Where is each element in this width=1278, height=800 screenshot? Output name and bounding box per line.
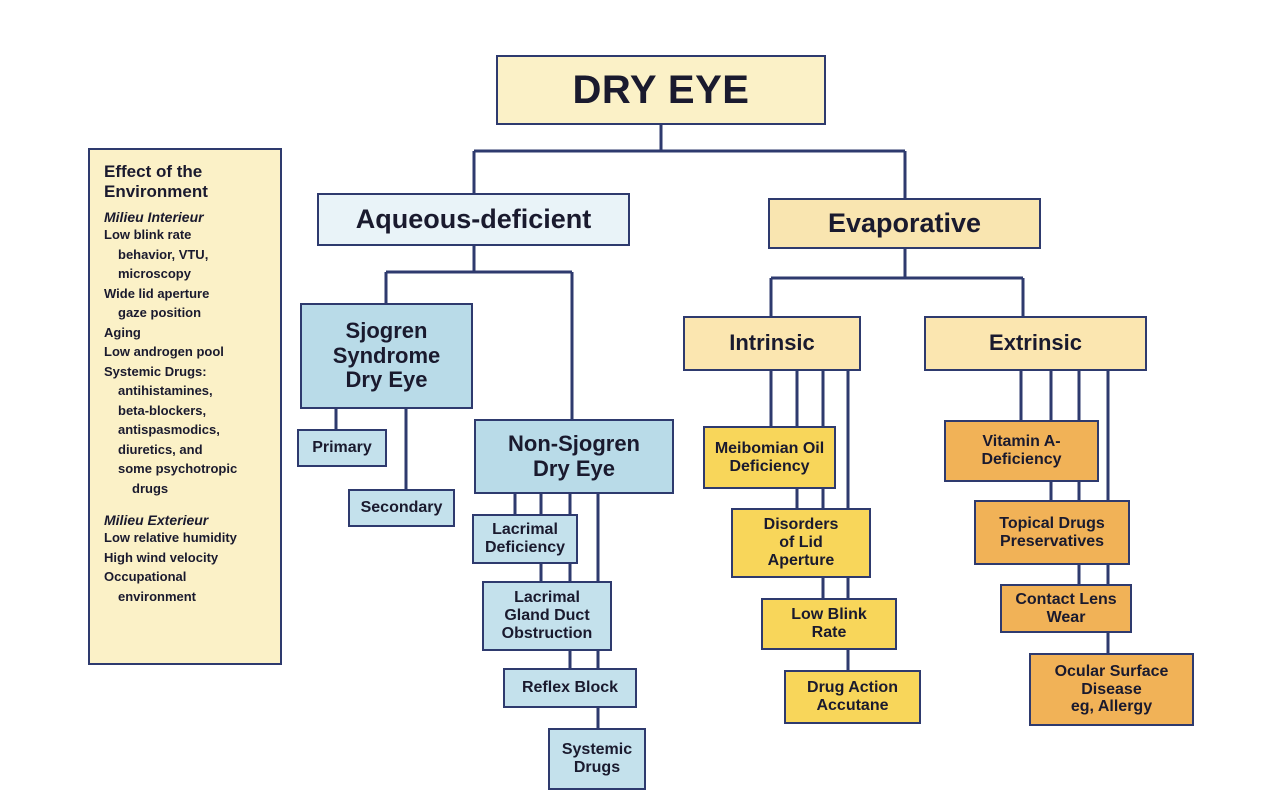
intrinsic-label: Intrinsic bbox=[729, 330, 815, 356]
milieu-interieur-item: Aging bbox=[104, 324, 141, 340]
topical-drugs-label: Topical Drugs Preservatives bbox=[999, 514, 1105, 550]
ocular-surface-label: Ocular Surface Disease eg, Allergy bbox=[1054, 662, 1169, 716]
extrinsic-box: Extrinsic bbox=[924, 316, 1147, 371]
dry-eye-label: DRY EYE bbox=[572, 67, 750, 112]
lacrimal-deficiency-label: Lacrimal Deficiency bbox=[484, 521, 566, 556]
ocular-surface-box: Ocular Surface Disease eg, Allergy bbox=[1029, 653, 1194, 726]
milieu-interieur-item: antispasmodics, bbox=[118, 422, 220, 438]
milieu-interieur-item: Low androgen pool bbox=[104, 344, 224, 360]
milieu-interieur-item: behavior, VTU, bbox=[118, 246, 209, 262]
drug-action-label: Drug Action Accutane bbox=[807, 679, 898, 714]
lacrimal-duct-box: Lacrimal Gland Duct Obstruction bbox=[482, 581, 612, 651]
meibomian-label: Meibomian Oil Deficiency bbox=[714, 439, 825, 475]
reflex-block-label: Reflex Block bbox=[521, 679, 619, 697]
topical-drugs-box: Topical Drugs Preservatives bbox=[974, 500, 1130, 565]
milieu-exterieur-label: Milieu Exterieur bbox=[104, 512, 209, 529]
lacrimal-duct-label: Lacrimal Gland Duct Obstruction bbox=[501, 589, 593, 642]
secondary-label: Secondary bbox=[360, 499, 443, 517]
milieu-exterieur-item: Occupational bbox=[104, 569, 187, 585]
lacrimal-deficiency-box: Lacrimal Deficiency bbox=[472, 514, 578, 564]
systemic-drugs-label: Systemic Drugs bbox=[561, 741, 633, 776]
milieu-interieur-item: Low blink rate bbox=[104, 227, 192, 243]
contact-lens-box: Contact Lens Wear bbox=[1000, 584, 1132, 633]
milieu-interieur-item: beta-blockers, bbox=[118, 402, 207, 418]
aqueous-deficient-label: Aqueous-deficient bbox=[355, 204, 592, 235]
environment-panel: Effect of the Environment Milieu Interie… bbox=[88, 148, 282, 665]
non-sjogren-box: Non-Sjogren Dry Eye bbox=[474, 419, 674, 494]
dry-eye-box: DRY EYE bbox=[496, 55, 826, 125]
primary-box: Primary bbox=[297, 429, 387, 467]
low-blink-box: Low Blink Rate bbox=[761, 598, 897, 650]
milieu-interieur-item: diuretics, and bbox=[118, 441, 203, 457]
milieu-interieur-item: drugs bbox=[132, 480, 169, 496]
milieu-exterieur-item: High wind velocity bbox=[104, 549, 219, 565]
extrinsic-label: Extrinsic bbox=[989, 330, 1082, 356]
milieu-interieur-item: microscopy bbox=[118, 266, 191, 282]
intrinsic-box: Intrinsic bbox=[683, 316, 861, 371]
secondary-box: Secondary bbox=[348, 489, 455, 527]
contact-lens-label: Contact Lens Wear bbox=[1015, 590, 1117, 626]
reflex-block-box: Reflex Block bbox=[503, 668, 637, 708]
vitamin-a-box: Vitamin A- Deficiency bbox=[944, 420, 1099, 482]
sjogren-label: Sjogren Syndrome Dry Eye bbox=[332, 318, 441, 393]
sjogren-box: Sjogren Syndrome Dry Eye bbox=[300, 303, 473, 409]
lid-aperture-box: Disorders of Lid Aperture bbox=[731, 508, 871, 578]
primary-label: Primary bbox=[312, 439, 372, 457]
milieu-interieur-item: antihistamines, bbox=[118, 383, 213, 399]
aqueous-deficient-box: Aqueous-deficient bbox=[317, 193, 630, 246]
environment-title: Effect of the Environment bbox=[104, 162, 208, 201]
lid-aperture-label: Disorders of Lid Aperture bbox=[763, 516, 839, 569]
evaporative-label: Evaporative bbox=[827, 208, 982, 239]
evaporative-box: Evaporative bbox=[768, 198, 1041, 249]
milieu-interieur-label: Milieu Interieur bbox=[104, 209, 204, 226]
systemic-drugs-box: Systemic Drugs bbox=[548, 728, 646, 790]
milieu-interieur-item: gaze position bbox=[118, 305, 202, 321]
drug-action-box: Drug Action Accutane bbox=[784, 670, 921, 724]
milieu-interieur-item: Wide lid aperture bbox=[104, 285, 210, 301]
milieu-exterieur-item: Low relative humidity bbox=[104, 530, 237, 546]
milieu-exterieur-item: environment bbox=[118, 588, 197, 604]
non-sjogren-label: Non-Sjogren Dry Eye bbox=[508, 430, 640, 481]
low-blink-label: Low Blink Rate bbox=[791, 606, 867, 641]
meibomian-box: Meibomian Oil Deficiency bbox=[703, 426, 836, 489]
milieu-interieur-item: some psychotropic bbox=[118, 461, 238, 477]
milieu-interieur-item: Systemic Drugs: bbox=[104, 363, 207, 379]
vitamin-a-label: Vitamin A- Deficiency bbox=[981, 433, 1062, 468]
